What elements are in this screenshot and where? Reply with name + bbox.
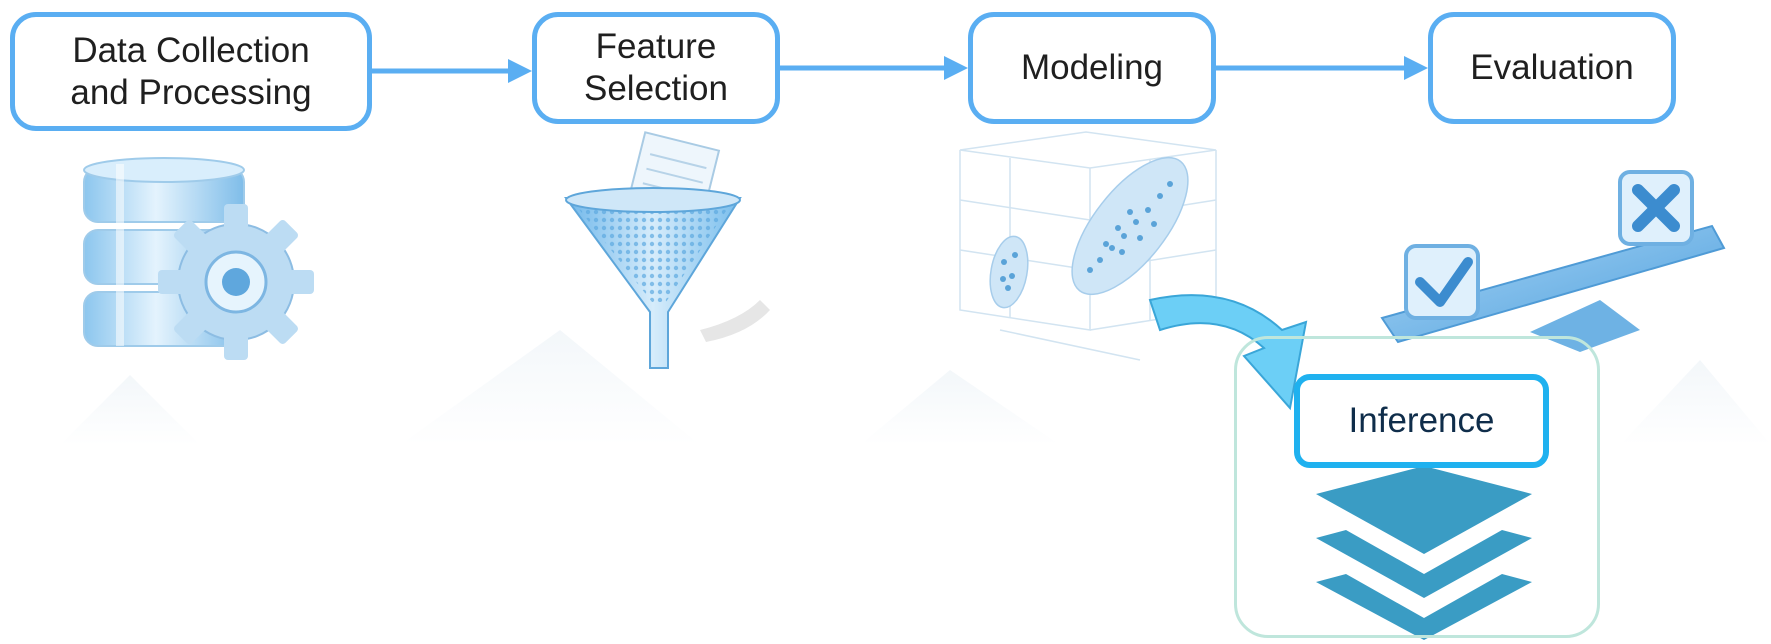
stage-label: Modeling (1020, 48, 1164, 87)
stage-label: Feature Selection (584, 27, 728, 108)
balance-scale-icon (1380, 170, 1726, 352)
inference-label: Inference (1348, 401, 1495, 440)
inference-box: Inference (1294, 374, 1549, 468)
3d-scatter-plot-icon (959, 131, 1217, 361)
funnel-icon (564, 131, 770, 369)
arrow-modeling-to-evaluation (1216, 56, 1428, 80)
arrow-data-to-feature (372, 59, 532, 83)
database-gear-icon (83, 157, 314, 360)
connector-arrows (372, 56, 1428, 83)
stage-feature-selection: Feature Selection (532, 12, 780, 124)
stage-label: Data Collection and Processing (70, 30, 312, 112)
stage-evaluation: Evaluation (1428, 12, 1676, 124)
stage-modeling: Modeling (968, 12, 1216, 124)
x-box-icon (1618, 170, 1694, 246)
layers-icon (1316, 466, 1532, 640)
stage-data-collection: Data Collection and Processing (10, 12, 372, 131)
arrow-feature-to-modeling (780, 56, 968, 80)
stage-label: Evaluation (1470, 48, 1634, 87)
curved-arrow (1148, 294, 1308, 411)
inference-panel (1234, 336, 1600, 638)
check-box-icon (1404, 244, 1480, 320)
reflection-shadows (60, 330, 1771, 445)
